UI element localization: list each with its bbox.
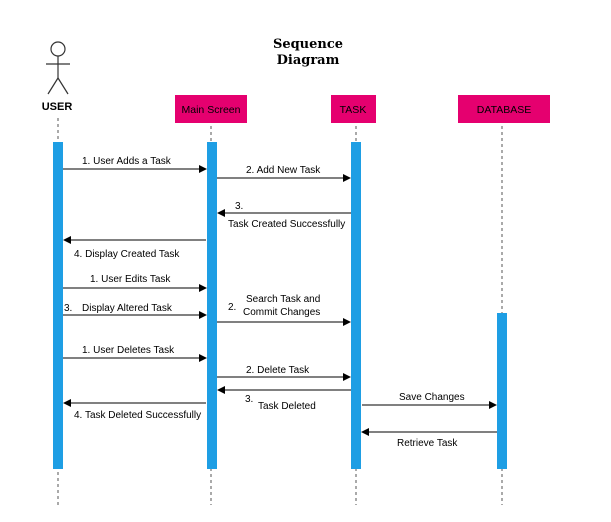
user-actor-icon bbox=[46, 41, 70, 95]
message-label: 1. User Edits Task bbox=[90, 274, 171, 285]
user-actor-label: USER bbox=[42, 101, 73, 113]
participant-main-screen: Main Screen bbox=[175, 95, 247, 123]
message-user-adds-task: 1. User Adds a Task bbox=[63, 156, 207, 173]
message-label: Display Altered Task bbox=[82, 303, 173, 314]
message-display-altered-task: 3. Display Altered Task bbox=[63, 303, 207, 319]
participant-box bbox=[331, 95, 376, 123]
message-user-deletes-task: 1. User Deletes Task bbox=[63, 345, 207, 362]
participant-label: Main Screen bbox=[182, 104, 241, 116]
message-retrieve-task: Retrieve Task bbox=[361, 428, 497, 449]
participant-database: DATABASE bbox=[458, 95, 550, 123]
message-delete-task: 2. Delete Task bbox=[217, 365, 351, 381]
message-label: Retrieve Task bbox=[397, 438, 458, 449]
participant-label: TASK bbox=[340, 104, 367, 116]
message-label: Search Task and bbox=[246, 294, 320, 305]
message-label: 1. User Deletes Task bbox=[82, 345, 175, 356]
message-label: 4. Task Deleted Successfully bbox=[74, 410, 201, 421]
message-task-created-successfully: 3. Task Created Successfully bbox=[217, 201, 351, 230]
message-add-new-task: 2. Add New Task bbox=[217, 165, 351, 182]
message-label: 4. Display Created Task bbox=[74, 249, 180, 260]
main-screen-activation-bar bbox=[207, 142, 217, 469]
message-label: 2. Add New Task bbox=[246, 165, 321, 176]
message-number: 2. bbox=[228, 302, 236, 313]
message-label: Save Changes bbox=[399, 392, 465, 403]
user-activation-bar bbox=[53, 142, 63, 469]
message-label: Commit Changes bbox=[243, 307, 320, 318]
message-label: Task Created Successfully bbox=[228, 219, 345, 230]
message-number: 3. bbox=[245, 394, 253, 405]
message-display-created-task: 4. Display Created Task bbox=[63, 236, 206, 260]
message-search-task-commit-changes: 2. Search Task and Commit Changes bbox=[217, 294, 351, 326]
message-label: 1. User Adds a Task bbox=[82, 156, 172, 167]
diagram-title-line1: Sequence bbox=[273, 37, 343, 52]
message-task-deleted: 3. Task Deleted bbox=[217, 386, 351, 412]
task-activation-bar bbox=[351, 142, 361, 469]
participant-box bbox=[175, 95, 247, 123]
message-save-changes: Save Changes bbox=[362, 392, 497, 409]
message-task-deleted-successfully: 4. Task Deleted Successfully bbox=[63, 399, 206, 421]
message-user-edits-task: 1. User Edits Task bbox=[63, 274, 207, 292]
participant-box bbox=[458, 95, 550, 123]
message-number: 3. bbox=[64, 303, 72, 314]
participant-task: TASK bbox=[331, 95, 376, 123]
database-activation-bar bbox=[497, 313, 507, 469]
message-label: Task Deleted bbox=[258, 401, 316, 412]
diagram-title-line2: Diagram bbox=[277, 53, 340, 68]
participant-label: DATABASE bbox=[477, 104, 531, 116]
message-label: 2. Delete Task bbox=[246, 365, 310, 376]
message-number: 3. bbox=[235, 201, 243, 212]
